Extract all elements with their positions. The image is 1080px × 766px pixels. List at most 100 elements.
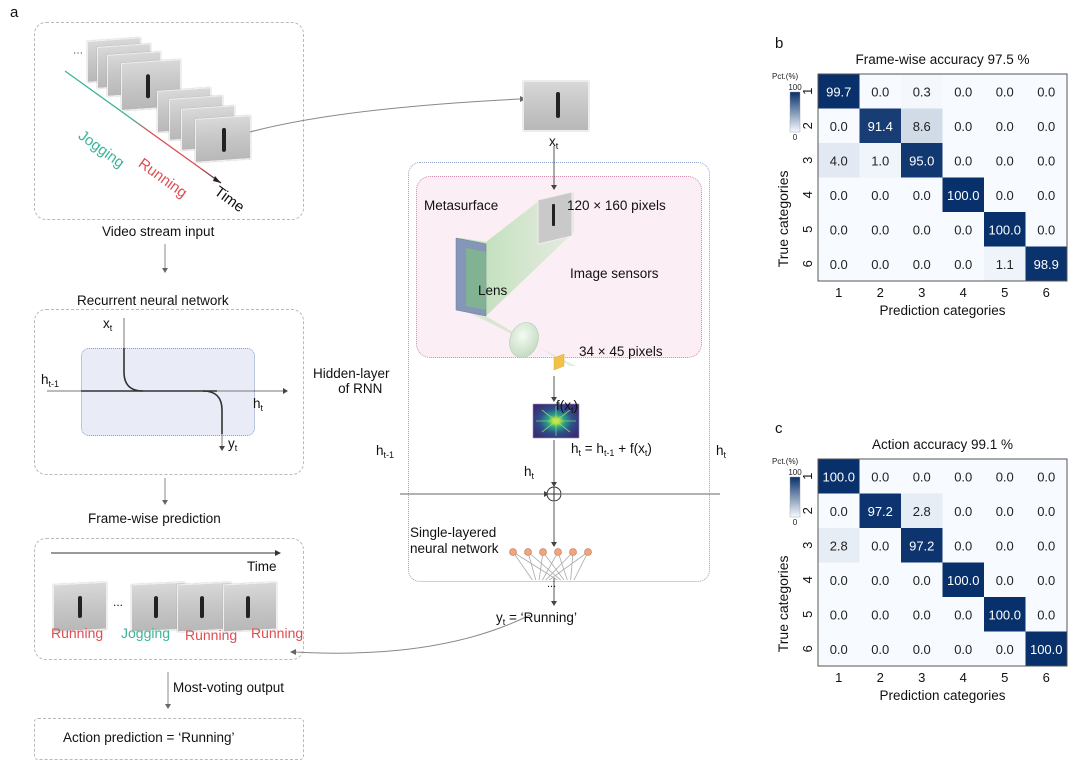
heatmap-cell <box>901 493 943 528</box>
heatmap-cell <box>1025 528 1067 563</box>
heatmap-cell <box>984 246 1026 281</box>
x-tick-label: 4 <box>960 670 967 685</box>
heatmap-cell <box>1025 108 1067 143</box>
cell-value: 0.0 <box>1037 222 1055 237</box>
heatmap-cell <box>984 74 1026 109</box>
heatmap-cell <box>1025 597 1067 632</box>
y-tick-label: 3 <box>800 542 815 549</box>
cell-value: 0.0 <box>1037 119 1055 134</box>
cell-value: 0.0 <box>954 119 972 134</box>
heatmap-cell <box>859 212 901 247</box>
cell-value: 0.0 <box>954 504 972 519</box>
heatmap-cell <box>859 528 901 563</box>
cell-value: 0.0 <box>913 573 931 588</box>
cell-value: 0.0 <box>996 642 1014 657</box>
rnn-cell <box>81 348 255 436</box>
cell-value: 1.1 <box>996 257 1014 272</box>
arrow-down <box>162 478 168 505</box>
cell-value: 0.0 <box>830 573 848 588</box>
colorbar-label: Pct.(%) <box>772 457 799 466</box>
cell-value: 0.0 <box>954 607 972 622</box>
cell-value: 0.0 <box>913 607 931 622</box>
heatmap-cell <box>984 459 1026 494</box>
video-stream-box: ⋯ ⋯ Jogging Running Time <box>34 22 304 220</box>
input-frame-xt <box>523 81 589 131</box>
h-down-label: ht <box>524 464 535 481</box>
heatmap-cell <box>984 631 1026 666</box>
time-axis-arrowhead <box>213 176 221 183</box>
cell-value: 0.0 <box>954 222 972 237</box>
time-arrow <box>51 550 281 556</box>
cell-value: 0.0 <box>913 257 931 272</box>
cell-value: 0.0 <box>954 257 972 272</box>
y-tick-label: 6 <box>800 645 815 652</box>
cell-value: 2.8 <box>913 504 931 519</box>
heatmap-cell <box>859 177 901 212</box>
cell-value: 2.8 <box>830 538 848 553</box>
x-axis-label: Prediction categories <box>879 688 1005 703</box>
prediction-label: Running <box>51 625 104 641</box>
cell-value: 0.0 <box>913 469 931 484</box>
heatmap-cell <box>942 597 984 632</box>
x-tick-label: 6 <box>1043 285 1050 300</box>
cell-value: 0.0 <box>1037 504 1055 519</box>
heatmap-cell <box>901 246 943 281</box>
xt-label: xt <box>549 134 559 151</box>
cell-value: 0.0 <box>871 222 889 237</box>
cell-value: 0.0 <box>871 607 889 622</box>
matrix-border <box>817 73 1068 282</box>
nn-label-line2: neural network <box>410 541 499 556</box>
matrix-border <box>817 458 1068 667</box>
cell-value: 0.0 <box>954 84 972 99</box>
cell-value: 91.4 <box>868 119 893 134</box>
heatmap-cell <box>984 528 1026 563</box>
cell-value: 0.0 <box>996 119 1014 134</box>
heatmap-cell <box>1025 74 1067 109</box>
cell-value: 0.0 <box>996 153 1014 168</box>
heatmap-cell <box>984 108 1026 143</box>
rnn-title: Recurrent neural network <box>77 293 229 308</box>
heatmap-cell <box>984 562 1026 597</box>
colorbar-tick: 0 <box>793 133 798 142</box>
cell-value: 0.0 <box>871 257 889 272</box>
colorbar-tick: 0 <box>793 518 798 527</box>
heatmap-cell <box>1025 459 1067 494</box>
cell-value: 100.0 <box>988 607 1021 622</box>
cell-value: 100.0 <box>1030 642 1063 657</box>
prediction-label: Jogging <box>121 625 171 641</box>
y-tick-label: 5 <box>800 226 815 233</box>
y-tick-label: 6 <box>800 260 815 267</box>
arrow-down <box>162 244 168 273</box>
hidden-layer-box <box>408 162 710 582</box>
heatmap-cell <box>984 597 1026 632</box>
side-label-line1: Hidden-layer <box>313 366 390 381</box>
cell-value: 0.0 <box>913 188 931 203</box>
heatmap-cell <box>818 459 860 494</box>
nn-label: Single-layered neural network <box>410 525 499 557</box>
chart-title: Action accuracy 99.1 % <box>872 437 1013 452</box>
cell-value: 0.0 <box>830 257 848 272</box>
h-next-label: ht <box>716 443 727 460</box>
heatmap-cell <box>942 631 984 666</box>
side-label-line2: of RNN <box>338 381 383 396</box>
heatmap-cell <box>1025 246 1067 281</box>
runner-figure <box>246 596 250 619</box>
update-equation: ht = ht-1 + f(xt) <box>571 441 652 458</box>
heatmap-cell <box>901 597 943 632</box>
heatmap-cell <box>859 74 901 109</box>
heatmap-cell <box>818 562 860 597</box>
x-tick-label: 5 <box>1001 285 1008 300</box>
cell-value: 0.0 <box>871 573 889 588</box>
heatmap-cell <box>818 246 860 281</box>
cell-value: 1.0 <box>871 153 889 168</box>
x-tick-label: 2 <box>877 670 884 685</box>
heatmap-cell <box>1025 177 1067 212</box>
cell-value: 0.0 <box>996 538 1014 553</box>
y-axis-label: True categories <box>775 171 791 268</box>
heatmap-cell <box>942 459 984 494</box>
nn-ellipsis: ... <box>547 578 557 590</box>
nn-neurons <box>509 548 592 556</box>
heatmap-cell <box>818 528 860 563</box>
